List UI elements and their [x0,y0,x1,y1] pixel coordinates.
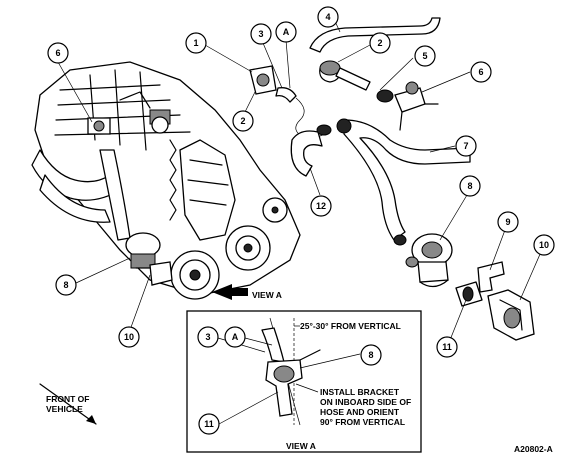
svg-text:8: 8 [63,280,68,290]
front-of-vehicle: FRONT OF VEHICLE [39,383,97,425]
callout-10-left: 10 [118,326,140,348]
callout-1: 1 [185,32,207,54]
hose-12 [290,130,323,177]
figure-id: A20802-A [514,444,553,454]
front-label-line2: VEHICLE [46,404,83,414]
front-arrow-head [86,415,96,424]
front-label-line1: FRONT OF [46,394,89,404]
view-a-arrow: VIEW A [212,284,282,300]
svg-text:4: 4 [325,12,330,22]
svg-text:12: 12 [316,201,326,211]
callout-a: A [275,21,297,43]
callout-5: 5 [414,45,436,67]
svg-text:A: A [283,27,290,37]
callout-6-left: 6 [47,42,69,64]
callout-2-left: 2 [232,110,254,132]
view-a-arrow-label: VIEW A [252,290,282,300]
leader-lines [57,16,545,346]
svg-text:1: 1 [193,38,198,48]
callout-8-right: 8 [459,175,481,197]
svg-text:5: 5 [422,51,427,61]
svg-text:9: 9 [505,217,510,227]
engine-illustration [31,61,301,300]
install-note-line4: 90° FROM VERTICAL [320,417,405,427]
fitting-5 [376,89,394,103]
svg-text:8: 8 [368,350,373,360]
callout-4: 4 [317,6,339,28]
callout-8-left: 8 [55,274,77,296]
view-a-inset: 25°-30° FROM VERTICAL INSTALL BRACKET ON… [186,310,422,453]
connector-3 [275,87,297,103]
install-note-line3: HOSE AND ORIENT [320,407,400,417]
view-a-title: VIEW A [286,441,316,451]
callout-11-right: 11 [436,336,458,358]
svg-text:2: 2 [377,38,382,48]
exploded-components [249,17,535,341]
callout-3-inset: 3 [197,326,219,348]
svg-text:11: 11 [204,419,214,429]
svg-text:10: 10 [539,240,549,250]
svg-text:7: 7 [463,141,468,151]
callout-7: 7 [455,135,477,157]
install-note-line2: ON INBOARD SIDE OF [320,397,411,407]
callout-12: 12 [310,195,332,217]
callout-10-right: 10 [533,234,555,256]
svg-text:3: 3 [205,332,210,342]
callout-a-inset: A [224,326,246,348]
svg-text:6: 6 [478,67,483,77]
callout-9: 9 [497,211,519,233]
tube-5 [335,67,371,91]
svg-text:A: A [232,332,239,342]
svg-text:10: 10 [124,332,134,342]
svg-text:3: 3 [258,29,263,39]
callout-11-inset: 11 [198,413,220,435]
callout-8-inset: 8 [360,344,382,366]
svg-text:11: 11 [442,342,452,352]
svg-text:2: 2 [240,116,245,126]
callout-6-right: 6 [470,61,492,83]
svg-text:6: 6 [55,48,60,58]
angle-note: 25°-30° FROM VERTICAL [300,321,401,331]
inset-frame [186,310,422,453]
install-note-line1: INSTALL BRACKET [320,387,400,397]
callout-2-right: 2 [369,32,391,54]
callout-3: 3 [250,23,272,45]
svg-text:8: 8 [467,181,472,191]
